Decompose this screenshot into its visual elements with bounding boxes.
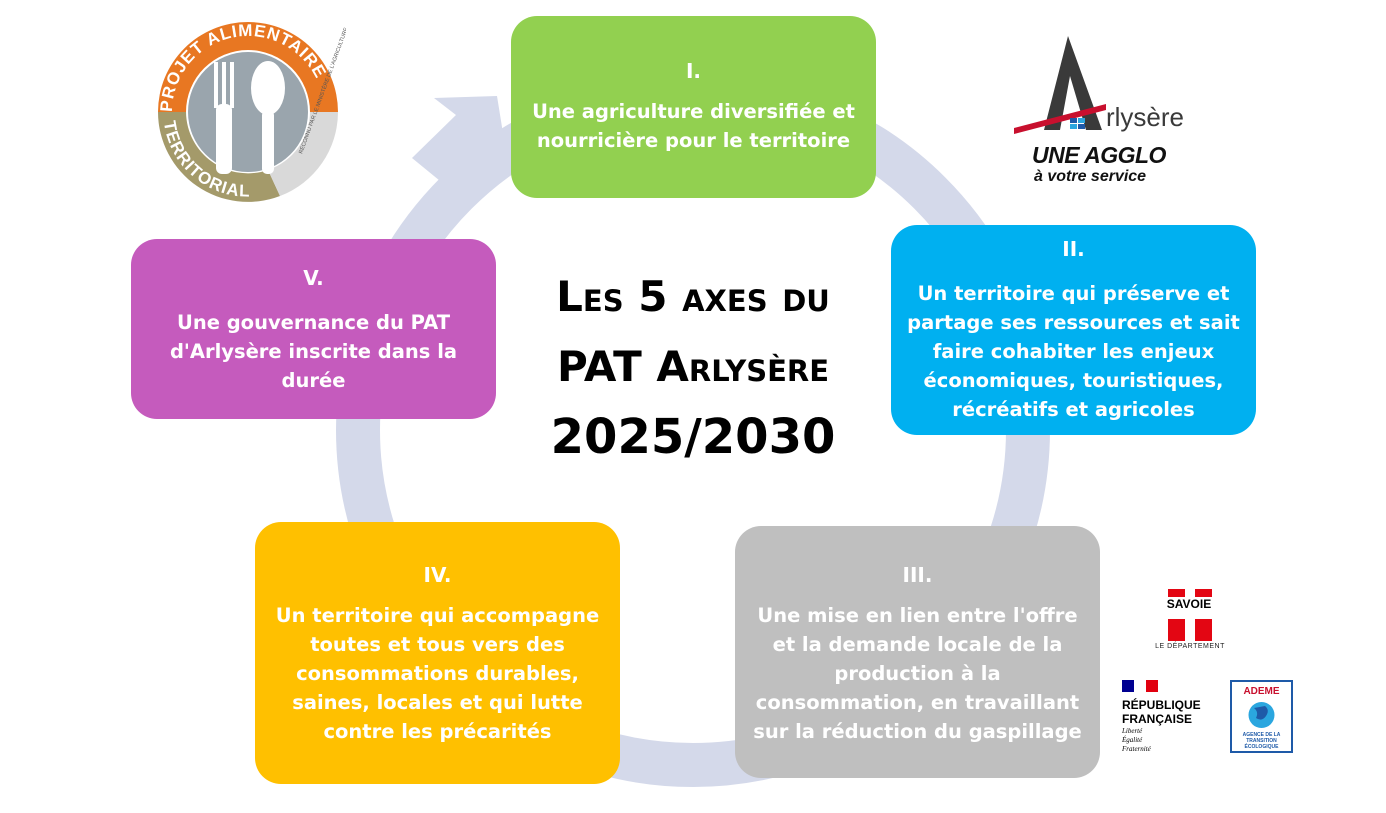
ademe-sub-2: TRANSITION	[1246, 738, 1277, 744]
axis-5-text: Une gouvernance du PAT d'Arlysère inscri…	[169, 311, 458, 392]
axis-2-number: II.	[1062, 237, 1085, 261]
axis-5-box: V. Une gouvernance du PAT d'Arlysère ins…	[131, 239, 496, 419]
axis-3-box: III. Une mise en lien entre l'offre et l…	[735, 526, 1100, 778]
republique-francaise-logo: RÉPUBLIQUE FRANÇAISE Liberté Égalité Fra…	[1120, 680, 1220, 760]
ademe-sub-1: AGENCE DE LA	[1242, 732, 1281, 738]
savoie-name: SAVOIE	[1164, 597, 1214, 611]
rf-motto-2: Égalité	[1122, 736, 1143, 744]
savoie-departement-logo: SAVOIE LE DÉPARTEMENT	[1150, 585, 1230, 657]
ademe-name: ADEME	[1243, 686, 1280, 697]
axis-1-number: I.	[685, 59, 702, 83]
title-line-3: 2025/2030	[550, 409, 836, 465]
axis-4-box: IV. Un territoire qui accompagne toutes …	[255, 522, 620, 784]
axis-4-number: IV.	[423, 563, 452, 587]
arlysere-tagline-1: UNE AGGLO	[1032, 142, 1166, 168]
ademe-logo: ADEME AGENCE DE LA TRANSITION ÉCOLOGIQUE	[1230, 680, 1293, 753]
arlysere-name: rlysère	[1106, 102, 1185, 132]
axis-2-box: II. Un territoire qui préserve et partag…	[891, 225, 1256, 435]
arlysere-logo: rlysère UNE AGGLO à votre service	[1010, 30, 1184, 190]
marianne-flag-icon	[1122, 680, 1158, 692]
axis-1-text: Une agriculture diversifiée et nourriciè…	[532, 100, 855, 152]
ademe-subtitle: AGENCE DE LA TRANSITION ÉCOLOGIQUE	[1232, 732, 1291, 750]
rf-line-2: FRANÇAISE	[1122, 712, 1193, 726]
axis-1-box: I. Une agriculture diversifiée et nourri…	[511, 16, 876, 198]
axis-3-text: Une mise en lien entre l'offre et la dem…	[753, 604, 1082, 743]
axis-3-number: III.	[902, 563, 933, 587]
arlysere-tagline-2: à votre service	[1034, 168, 1147, 185]
axis-4-text: Un territoire qui accompagne toutes et t…	[275, 604, 600, 743]
arlysere-mountain-icon	[1014, 36, 1106, 134]
title-line-2: PAT Arlysère	[556, 342, 830, 391]
ring-arrowhead	[412, 96, 507, 185]
axis-2-text: Un territoire qui préserve et partage se…	[907, 282, 1240, 421]
projet-alimentaire-territorial-logo: PROJET ALIMENTAIRE TERRITORIAL RECONNU P…	[157, 21, 346, 202]
rf-motto-1: Liberté	[1122, 727, 1143, 735]
ademe-sub-3: ÉCOLOGIQUE	[1244, 744, 1279, 750]
rf-line-1: RÉPUBLIQUE	[1122, 698, 1201, 712]
savoie-cross-icon	[1168, 589, 1212, 641]
title-line-1: Les 5 axes du	[556, 272, 830, 321]
rf-motto-3: Fraternité	[1122, 745, 1151, 753]
globe-icon	[1248, 702, 1275, 728]
savoie-subtitle: LE DÉPARTEMENT	[1155, 643, 1225, 650]
center-title: Les 5 axes du PAT Arlysère 2025/2030	[500, 262, 886, 472]
axis-5-number: V.	[303, 266, 324, 290]
